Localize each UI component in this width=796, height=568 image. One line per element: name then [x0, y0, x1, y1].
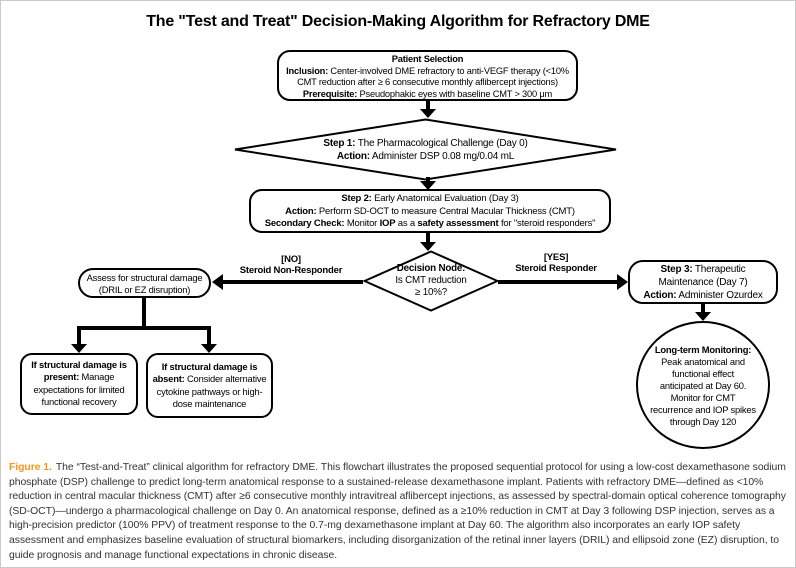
step1-diamond-shape [234, 118, 617, 181]
step2-box: Step 2: Early Anatomical Evaluation (Day… [249, 189, 611, 233]
arrow-step1-to-step2 [420, 177, 436, 190]
assess-split-stem [142, 297, 146, 330]
arrow-split-to-present [71, 328, 87, 353]
arrow-step3-to-monitoring [695, 304, 711, 321]
assess-structural-damage-box: Assess for structural damage(DRIL or EZ … [78, 268, 211, 298]
no-branch-arrow [212, 274, 363, 290]
arrow-split-to-absent [201, 328, 217, 353]
step1-text: Step 1: The Pharmacological Challenge (D… [323, 137, 528, 162]
step1-diamond: Step 1: The Pharmacological Challenge (D… [233, 118, 618, 181]
decision-diamond: Decision Node:Is CMT reduction≥ 10%? [363, 250, 499, 312]
decision-text: Decision Node:Is CMT reduction≥ 10%? [395, 263, 467, 298]
decision-diamond-shape [363, 250, 499, 312]
figure-title: The "Test and Treat" Decision-Making Alg… [146, 13, 650, 30]
figure-caption: Figure 1.The “Test-and-Treat” clinical a… [9, 461, 791, 563]
long-term-monitoring-circle: Long-term Monitoring:Peak anatomical and… [636, 321, 770, 449]
arrow-step2-to-decision [420, 233, 436, 251]
yes-branch-arrow [498, 274, 628, 290]
arrow-patient-to-step1 [420, 101, 436, 118]
figure-caption-label: Figure 1. [9, 462, 52, 473]
assess-split-bar [77, 326, 211, 330]
yes-branch-label: [YES]Steroid Responder [515, 252, 597, 274]
no-branch-label: [NO]Steroid Non-Responder [239, 254, 343, 276]
figure-caption-text: The “Test-and-Treat” clinical algorithm … [9, 462, 786, 561]
